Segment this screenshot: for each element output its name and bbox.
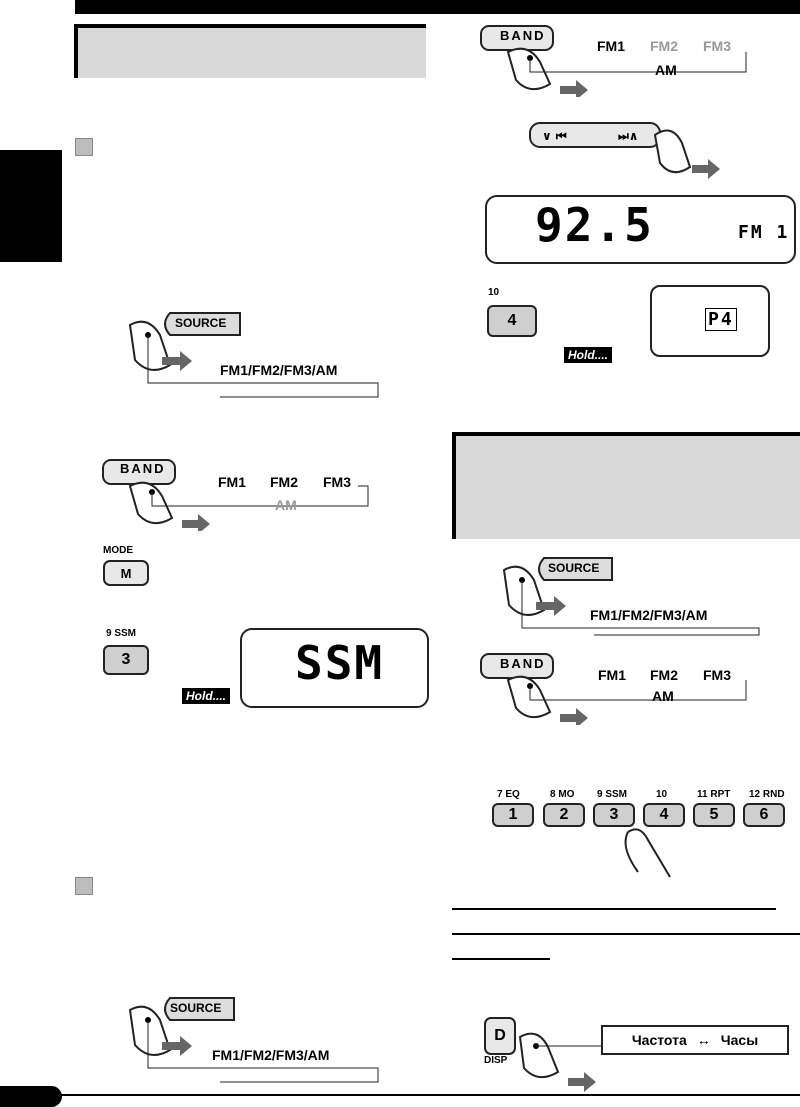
disp-toggle-left: Частота <box>631 1032 687 1048</box>
band-seq-2-fm2: FM2 <box>650 38 678 54</box>
key-caption-1: 7 EQ <box>497 789 520 800</box>
finger-icon <box>624 828 671 878</box>
underline-3 <box>452 958 550 960</box>
section-header-box-2 <box>452 432 800 539</box>
band-seq-2-am: AM <box>655 62 677 78</box>
source-illustration-3 <box>502 557 760 636</box>
band-label-1: BAND <box>120 461 166 476</box>
source-label-3: SOURCE <box>548 561 600 575</box>
number-key-2[interactable]: 2 <box>543 803 585 827</box>
preset-display <box>650 285 770 357</box>
key-caption-6: 12 RND <box>749 789 785 800</box>
preset-value: P4 <box>705 308 737 331</box>
band-seq-1-fm3: FM3 <box>323 474 351 490</box>
key-caption-5: 11 RPT <box>697 789 731 800</box>
source-label-1: SOURCE <box>175 316 227 330</box>
top-bar <box>75 0 800 14</box>
number-key-3[interactable]: 3 <box>593 803 635 827</box>
underline-2 <box>452 933 800 935</box>
band-illustration-1 <box>102 459 369 531</box>
ssm-caption: 9 SSM <box>106 628 137 639</box>
number-key-4[interactable]: 4 <box>643 803 685 827</box>
frequency-band: FM 1 <box>738 222 790 243</box>
svg-text:∨ ⏮: ∨ ⏮ <box>542 129 567 143</box>
hold-badge-1: Hold.... <box>182 688 230 704</box>
source-cycle-3: FM1/FM2/FM3/AM <box>590 607 708 623</box>
source-cycle-1: FM1/FM2/FM3/AM <box>220 362 338 378</box>
disp-button[interactable]: D <box>484 1017 516 1055</box>
section-header-box <box>74 24 426 78</box>
disp-press-illustration <box>518 1032 602 1092</box>
band-illustration-2 <box>480 25 747 97</box>
hold-badge-2: Hold.... <box>564 347 612 363</box>
number-key-6[interactable]: 6 <box>743 803 785 827</box>
ssm-display <box>240 628 429 708</box>
band-label-3: BAND <box>500 656 546 671</box>
disp-toggle-box: Частота ↔ Часы <box>601 1025 789 1055</box>
band-seq-3-fm1: FM1 <box>598 667 626 683</box>
band-seq-2-fm3: FM3 <box>703 38 731 54</box>
band-illustration-3 <box>480 653 747 725</box>
page-number-tab <box>0 1086 62 1107</box>
frequency-display <box>485 195 796 264</box>
band-seq-3-am: AM <box>652 688 674 704</box>
key-caption-3: 9 SSM <box>597 789 628 800</box>
key-caption-2: 8 MO <box>550 789 575 800</box>
number-key-1[interactable]: 1 <box>492 803 534 827</box>
band-seq-2-fm1: FM1 <box>597 38 625 54</box>
preset-button[interactable]: 4 <box>487 305 537 337</box>
subsection-marker <box>75 138 93 156</box>
subsection-marker-2 <box>75 877 93 895</box>
mode-button[interactable]: M <box>103 560 149 586</box>
band-seq-1-fm2: FM2 <box>270 474 298 490</box>
tuning-buttons-illustration: ∨ ⏮ ⏭∧ <box>529 122 720 179</box>
number-key-5[interactable]: 5 <box>693 803 735 827</box>
bottom-rule <box>0 1094 800 1096</box>
band-seq-3-fm3: FM3 <box>703 667 731 683</box>
ssm-button[interactable]: 3 <box>103 645 149 675</box>
source-illustration-2 <box>128 997 379 1083</box>
disp-caption: DISP <box>484 1055 508 1066</box>
frequency-value: 92.5 <box>535 198 654 252</box>
underline-1 <box>452 908 776 910</box>
key-caption-4: 10 <box>656 789 668 800</box>
language-side-tab <box>0 150 62 262</box>
preset-caption: 10 <box>488 287 500 298</box>
disp-toggle-right: Часы <box>720 1032 759 1048</box>
ssm-display-text: SSM <box>295 636 385 690</box>
source-cycle-2: FM1/FM2/FM3/AM <box>212 1047 330 1063</box>
source-label-2: SOURCE <box>170 1001 222 1015</box>
svg-text:⏭∧: ⏭∧ <box>618 129 639 143</box>
mode-caption: MODE <box>103 545 133 556</box>
swap-arrow-icon: ↔ <box>696 1032 711 1048</box>
band-seq-1-fm1: FM1 <box>218 474 246 490</box>
band-label-2: BAND <box>500 28 546 43</box>
band-seq-1-am: AM <box>275 497 297 513</box>
band-seq-3-fm2: FM2 <box>650 667 678 683</box>
source-illustration-1 <box>128 312 379 398</box>
